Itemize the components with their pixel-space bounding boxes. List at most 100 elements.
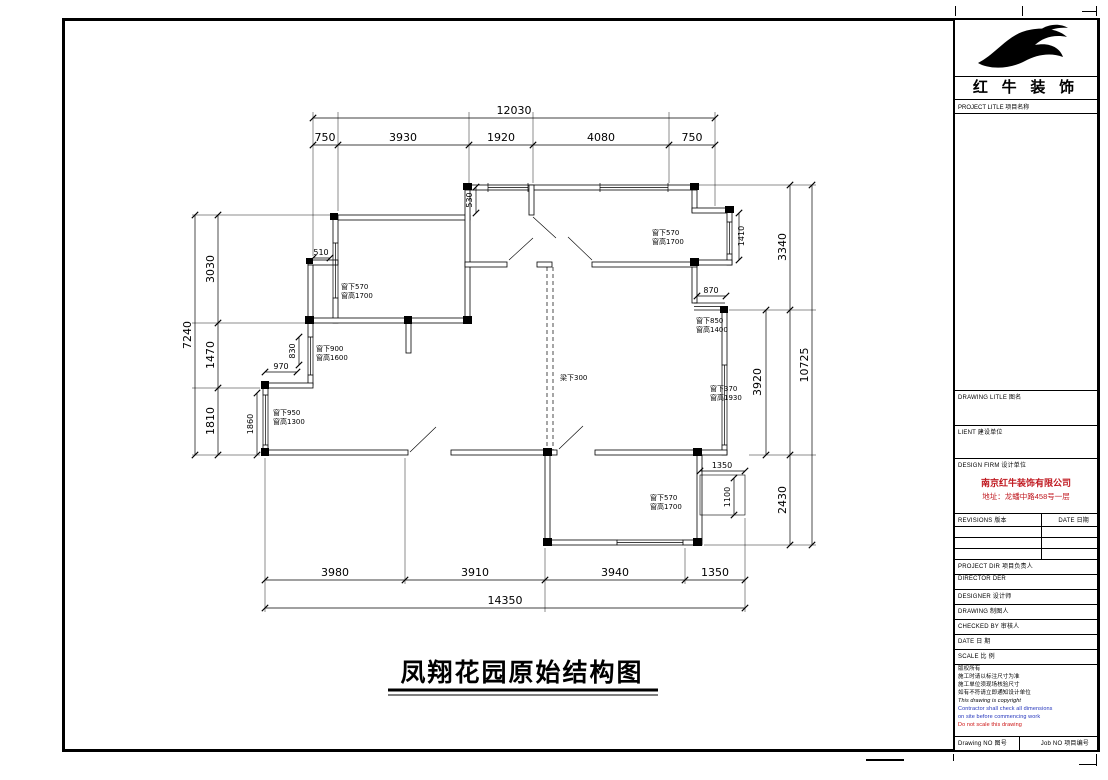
dim-left-seg: 1810 — [204, 407, 217, 435]
note-lowerleft-window: 窗下950 — [273, 408, 300, 417]
dimension-text-layer: 12030 750 3930 1920 4080 750 7240 3030 1… — [181, 104, 811, 607]
registration-mark — [1082, 11, 1096, 12]
registration-mark — [1079, 764, 1096, 765]
note-right-window-2: 窗下370 — [710, 384, 737, 393]
dim-inner-1100: 1100 — [723, 487, 732, 507]
drawing-title-label: DRAWING LITLE 图名 — [958, 395, 1022, 401]
revision-row — [955, 548, 1097, 559]
drawing-title-group: 凤翔花园原始结构图 — [388, 658, 658, 696]
revisions-header: REVISIONS 版本 DATE 日期 — [955, 513, 1097, 526]
scale-row: SCALE 比 例 — [955, 649, 1097, 664]
note-leftmid-window: 窗高1600 — [316, 353, 348, 362]
drawing-title-field: DRAWING LITLE 图名 — [955, 390, 1097, 425]
dim-inner-970: 970 — [273, 362, 288, 371]
copyright-line: 如有不符请立即通知设计单位 — [958, 689, 1031, 696]
floor-plan-canvas: 12030 750 3930 1920 4080 750 7240 3030 1… — [181, 104, 816, 696]
director-label: DIRECTOR DER — [958, 576, 1006, 582]
copyright-line: Do not scale this drawing — [958, 721, 1022, 728]
dim-left-total: 7240 — [181, 321, 194, 349]
drawing-by-row: DRAWING 制图人 — [955, 604, 1097, 619]
note-beam: 梁下300 — [560, 373, 587, 382]
dim-bottom-seg: 1350 — [701, 566, 729, 579]
checked-by-row: CHECKED BY 审核人 — [955, 619, 1097, 634]
dim-bottom-seg: 3980 — [321, 566, 349, 579]
scale-label: SCALE 比 例 — [958, 654, 995, 660]
dim-bottom-seg: 3910 — [461, 566, 489, 579]
registration-mark — [1096, 754, 1097, 766]
registration-mark — [953, 754, 954, 761]
brand-name: 红 牛 装 饰 — [955, 76, 1097, 100]
drawing-by-label: DRAWING 制图人 — [958, 609, 1009, 615]
design-firm-label: DESIGN FIRM 设计单位 — [958, 463, 1027, 469]
date-row: DATE 日 期 — [955, 634, 1097, 649]
client-label: LIENT 建设单位 — [958, 430, 1003, 436]
dim-top-total: 12030 — [497, 104, 532, 117]
registration-mark — [866, 759, 904, 761]
revision-row — [955, 537, 1097, 548]
revisions-date-label: DATE 日期 — [1058, 518, 1089, 524]
columns-layer — [261, 183, 734, 546]
project-title-field — [955, 113, 1097, 390]
dim-bottom-total: 14350 — [488, 594, 523, 607]
brand-logo-icon — [978, 24, 1068, 68]
note-ur-window: 窗下570 — [652, 228, 679, 237]
note-bottom-window: 窗高1700 — [650, 502, 682, 511]
dim-right-total: 10725 — [798, 348, 811, 383]
dim-inner-1860: 1860 — [246, 414, 255, 434]
dim-inner-510: 510 — [313, 248, 328, 257]
copyright-line: 施工时请以标注尺寸为准 — [958, 673, 1020, 680]
dim-top-seg: 1920 — [487, 131, 515, 144]
company-name: 南京红牛装饰有限公司 — [980, 478, 1071, 488]
copyright-line: Contractor shall check all dimensions — [958, 705, 1053, 712]
copyright-line: on site before commencing work — [958, 713, 1041, 720]
door-leaves — [409, 216, 593, 453]
client-field: LIENT 建设单位 — [955, 425, 1097, 458]
note-right-window-1: 窗下850 — [696, 316, 723, 325]
registration-mark — [955, 6, 956, 16]
dim-inner-830: 830 — [288, 343, 297, 358]
drawing-no-label: Drawing NO 图号 — [958, 741, 1007, 747]
dimension-layer — [191, 112, 816, 612]
project-dir-label: PROJECT DIR 项目负责人 — [958, 564, 1033, 570]
note-ur-window: 窗高1700 — [652, 237, 684, 246]
note-right-window-1: 窗高1400 — [696, 325, 728, 334]
sheet-numbers: Drawing NO 图号 Job NO 项目编号 — [955, 736, 1097, 750]
numbers-divider — [1019, 736, 1020, 750]
dim-left-seg: 1470 — [204, 341, 217, 369]
revision-row — [955, 526, 1097, 537]
dim-top-seg: 3930 — [389, 131, 417, 144]
note-ul-window: 窗下570 — [341, 282, 368, 291]
note-bottom-window: 窗下570 — [650, 493, 677, 502]
note-leftmid-window: 窗下900 — [316, 344, 343, 353]
dim-top-seg: 750 — [315, 131, 336, 144]
window-notes-layer: 窗下570 窗高1700 窗下570 窗高1700 窗下850 窗高1400 窗… — [273, 228, 742, 511]
dim-inner-1410: 1410 — [737, 226, 746, 246]
director-row: DIRECTOR DER — [955, 574, 1097, 589]
project-title-label: PROJECT LITLE 项目名称 — [958, 105, 1030, 111]
revisions-label: REVISIONS 版本 — [958, 518, 1007, 524]
job-no-label: Job NO 项目编号 — [1040, 741, 1089, 747]
registration-mark — [1096, 6, 1097, 16]
designer-row: DESIGNER 设计师 — [955, 589, 1097, 604]
copyright-block: 版权所有 施工时请以标注尺寸为准 施工单位须现场核验尺寸 如有不符请立即通知设计… — [955, 664, 1097, 736]
beam-dashed-lines — [546, 267, 554, 450]
dim-right-seg: 3340 — [776, 233, 789, 261]
copyright-line: 版权所有 — [958, 666, 981, 672]
drawing-title: 凤翔花园原始结构图 — [400, 658, 643, 687]
dim-inner-530: 530 — [465, 192, 474, 207]
dim-top-seg: 4080 — [587, 131, 615, 144]
note-ul-window: 窗高1700 — [341, 291, 373, 300]
platform-outline — [699, 474, 746, 516]
dim-left-seg: 3030 — [204, 255, 217, 283]
registration-mark — [1022, 6, 1023, 16]
sheet-border — [62, 18, 1100, 752]
design-firm-field: DESIGN FIRM 设计单位 南京红牛装饰有限公司 地址：龙蟠中路458号一… — [955, 458, 1097, 513]
copyright-line: 施工单位须现场核验尺寸 — [958, 681, 1020, 688]
dim-inner-1350: 1350 — [712, 461, 732, 470]
company-address: 地址：龙蟠中路458号一层 — [982, 492, 1070, 501]
title-block: 红 牛 装 饰 PROJECT LITLE 项目名称 DRAWING LITLE… — [953, 20, 1097, 750]
windows-layer — [262, 183, 733, 546]
revisions-divider — [1041, 513, 1042, 559]
note-right-window-2: 窗高1930 — [710, 393, 742, 402]
checked-by-label: CHECKED BY 审核人 — [958, 624, 1020, 630]
